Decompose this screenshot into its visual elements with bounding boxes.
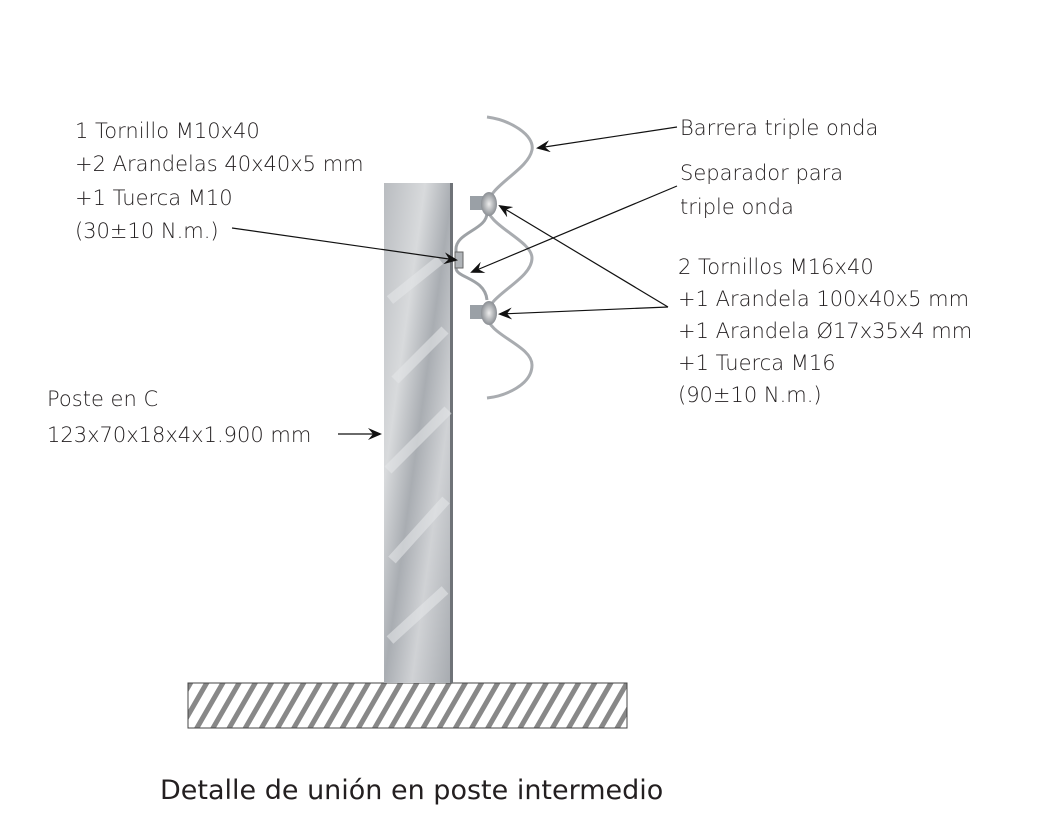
label-m10-line2: +2 Arandelas 40x40x5 mm bbox=[75, 152, 364, 176]
label-post-line1: Poste en C bbox=[47, 387, 158, 411]
triple-wave-barrier bbox=[485, 115, 534, 400]
spacer bbox=[454, 211, 489, 301]
label-barrier: Barrera triple onda bbox=[680, 116, 878, 140]
leader-m16-lower bbox=[498, 306, 669, 320]
label-spacer-line1: Separador para bbox=[680, 161, 843, 185]
leader-m10 bbox=[231, 227, 458, 265]
label-m16-line2: +1 Arandela 100x40x5 mm bbox=[678, 287, 969, 311]
c-post bbox=[384, 183, 453, 683]
bolt-m16-lower bbox=[470, 301, 497, 325]
leader-barrier bbox=[536, 126, 678, 153]
bolt-m16-upper bbox=[470, 192, 497, 216]
ground-base bbox=[187, 682, 628, 729]
label-m10-line4: (30±10 N.m.) bbox=[75, 219, 219, 243]
label-m16-line3: +1 Arandela Ø17x35x4 mm bbox=[678, 319, 972, 343]
leader-spacer bbox=[470, 185, 678, 273]
label-post-line2: 123x70x18x4x1.900 mm bbox=[47, 423, 311, 447]
bolt-m10 bbox=[454, 251, 464, 269]
label-m16-line4: +1 Tuerca M16 bbox=[678, 351, 836, 375]
leader-m16-upper bbox=[498, 204, 669, 308]
label-m16-line5: (90±10 N.m.) bbox=[678, 383, 822, 407]
label-m10-line1: 1 Tornillo M10x40 bbox=[75, 119, 260, 143]
label-m16-line1: 2 Tornillos M16x40 bbox=[678, 255, 874, 279]
label-spacer-line2: triple onda bbox=[680, 195, 794, 219]
label-m10-line3: +1 Tuerca M10 bbox=[75, 186, 233, 210]
caption: Detalle de unión en poste intermedio bbox=[160, 775, 663, 806]
